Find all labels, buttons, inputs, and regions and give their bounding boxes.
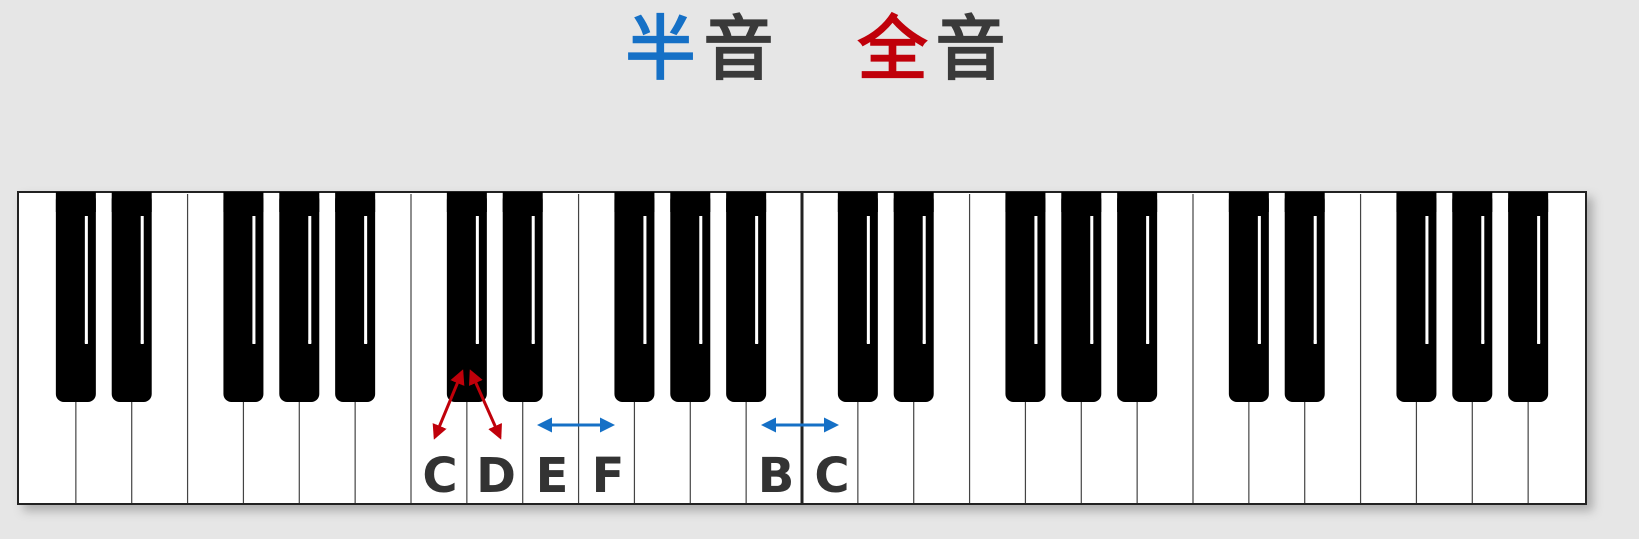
sound-char: 音 — [703, 8, 782, 90]
black-key — [1396, 192, 1437, 402]
black-key — [1508, 192, 1549, 402]
interval-annotations — [432, 369, 839, 440]
black-key — [1061, 192, 1102, 402]
black-key — [614, 192, 655, 402]
note-label-c-high: C — [814, 448, 849, 504]
half-step-title: 半音 — [626, 14, 782, 84]
title: 半音 全音 — [0, 14, 1639, 84]
note-labels: C D E F B C — [422, 448, 849, 504]
black-key — [670, 192, 711, 402]
black-key — [1452, 192, 1493, 402]
whole-char: 全 — [857, 8, 936, 90]
black-key — [726, 192, 767, 402]
whole-step-arrow-left — [432, 369, 465, 440]
black-key — [279, 192, 320, 402]
note-label-b: B — [758, 448, 795, 504]
note-label-d: D — [476, 448, 516, 504]
black-key — [223, 192, 264, 402]
black-key — [446, 192, 487, 402]
black-key — [1228, 192, 1269, 402]
black-key — [502, 192, 543, 402]
half-char: 半 — [625, 8, 704, 90]
black-key — [837, 192, 878, 402]
black-key — [335, 192, 376, 402]
piano-keyboard — [17, 191, 1587, 505]
whole-step-title: 全音 — [858, 14, 1014, 84]
note-label-f: F — [592, 448, 625, 504]
black-key — [1284, 192, 1325, 402]
black-key — [893, 192, 934, 402]
sound-char: 音 — [935, 8, 1014, 90]
black-key — [1117, 192, 1158, 402]
whole-step-arrow-right — [469, 369, 502, 440]
black-key — [111, 192, 152, 402]
note-label-c: C — [422, 448, 457, 504]
black-key — [55, 192, 96, 402]
note-label-e: E — [536, 448, 569, 504]
black-key — [1005, 192, 1046, 402]
